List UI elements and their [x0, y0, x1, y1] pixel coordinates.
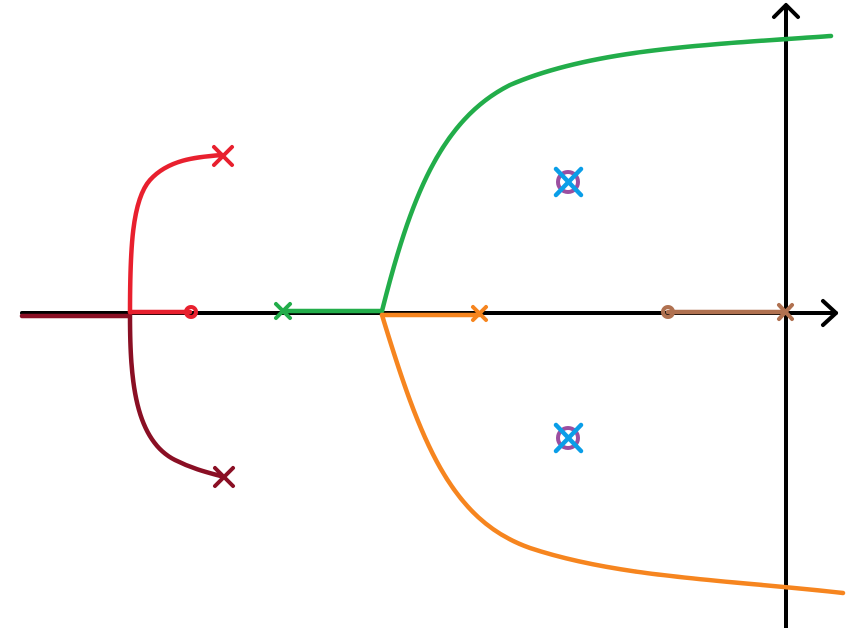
- red-branch: [127, 145, 234, 319]
- dark-red-branch: [19, 313, 235, 488]
- pole-marker-icon: [471, 305, 488, 322]
- pole-zero-pair-upper: [553, 166, 584, 198]
- zero-marker-icon: [184, 305, 198, 319]
- pole-marker-icon: [553, 422, 584, 454]
- pole-marker-icon: [777, 303, 794, 321]
- pole-marker-icon: [274, 302, 292, 320]
- zero-marker-icon: [556, 426, 580, 450]
- brown-branch: [661, 303, 794, 321]
- orange-branch: [379, 305, 846, 596]
- pole-marker-icon: [213, 466, 235, 488]
- zero-marker-icon: [556, 170, 580, 194]
- pole-marker-icon: [212, 145, 234, 167]
- imaginary-axis: [772, 3, 800, 628]
- pole-zero-pair-lower: [553, 422, 584, 454]
- green-branch: [274, 33, 834, 320]
- real-axis-arrow-icon: [821, 299, 838, 327]
- pole-marker-icon: [553, 166, 584, 198]
- zero-marker-icon: [661, 305, 675, 319]
- imaginary-axis-arrow-icon: [772, 3, 800, 19]
